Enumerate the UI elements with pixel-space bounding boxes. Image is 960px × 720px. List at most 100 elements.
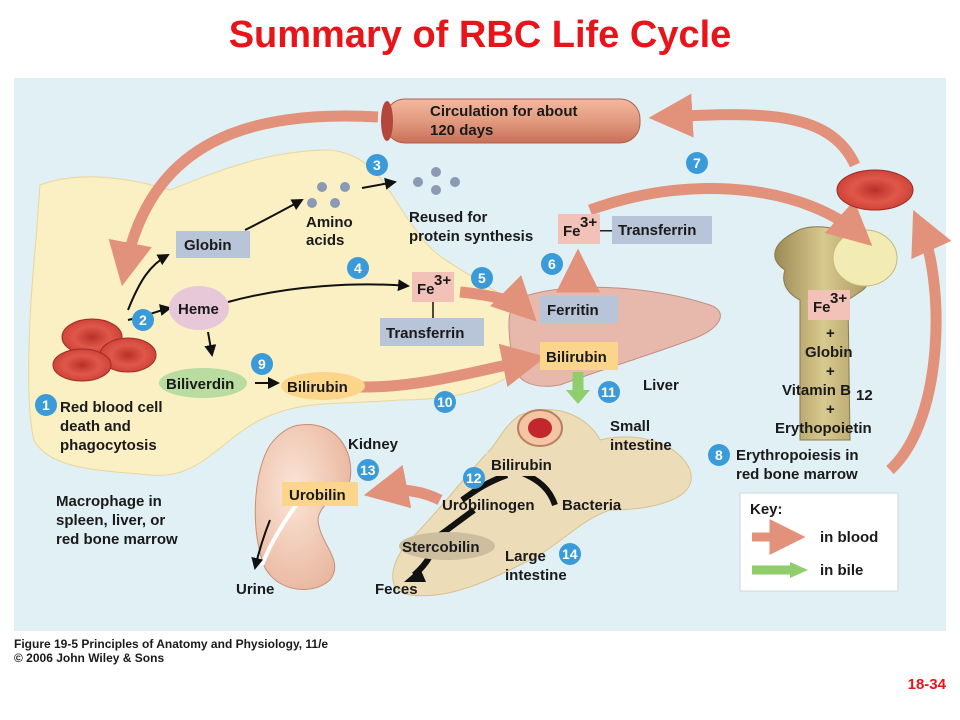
slide-title: Summary of RBC Life Cycle: [228, 14, 732, 56]
key-bile-head: [790, 562, 808, 578]
plus-1: +: [826, 325, 835, 342]
kidney-label: Kidney: [348, 436, 399, 453]
kidney-shape: [254, 423, 352, 590]
bilirubin-left-label: Bilirubin: [287, 379, 348, 396]
svg-text:5: 5: [478, 270, 486, 286]
stercobilin-label: Stercobilin: [402, 539, 480, 556]
step-circle-9: 9: [251, 353, 273, 375]
arrow-circulation-to-macrophage: [108, 110, 379, 287]
bone-head: [832, 229, 898, 287]
arrow-amino-to-reused: [361, 177, 397, 190]
transferrin-mid-box: [380, 318, 484, 346]
key-blood-label: in blood: [820, 529, 878, 546]
heme-label: Heme: [178, 301, 219, 318]
arrow-heme-to-biliverdin: [204, 331, 217, 357]
bilirubin-int-label: Bilirubin: [491, 457, 552, 474]
transferrin-top-box: [612, 216, 712, 244]
ferritin-label: Ferritin: [547, 302, 599, 319]
step-circle-3: 3: [366, 154, 388, 176]
fe-bone-label: Fe: [813, 299, 831, 316]
dash-connector: —: [600, 222, 615, 239]
arrow-bile-head: [566, 390, 590, 404]
arrow-to-urine: [251, 519, 271, 570]
macrophage-label-1: Macrophage in: [56, 493, 162, 510]
globin-label: Globin: [184, 237, 232, 254]
step-circle-14: 14: [559, 543, 581, 565]
fe-top-box: [558, 214, 600, 244]
arrow-feces-head: [404, 568, 426, 582]
erythopoietin-label: Erythopoietin: [775, 420, 872, 437]
svg-text:13: 13: [360, 462, 376, 478]
vitamin-b-subscript: 12: [856, 387, 873, 404]
transferrin-top-label: Transferrin: [618, 222, 696, 239]
amino-acid-dots: [307, 167, 460, 208]
vessel-opening: [381, 101, 393, 141]
heme-shape: [169, 286, 229, 330]
bilirubin-int-box: [486, 452, 564, 476]
biliverdin-shape: [159, 368, 247, 398]
plus-2: +: [826, 363, 835, 380]
bacteria-label: Bacteria: [562, 497, 622, 514]
small-intestine-label-2: intestine: [610, 437, 672, 454]
svg-text:14: 14: [562, 546, 578, 562]
key-panel: [739, 492, 899, 592]
svg-text:11: 11: [601, 384, 616, 400]
urobilinogen-label: Urobilinogen: [442, 497, 535, 514]
arrow-fe-to-liver: [459, 275, 537, 322]
small-intestine-label-1: Small: [610, 418, 650, 435]
rbc-death-label-3: phagocytosis: [60, 437, 157, 454]
step-circle-13: 13: [357, 459, 379, 481]
intestine-lumen: [528, 418, 552, 438]
macrophage-label-3: red bone marrow: [56, 531, 178, 548]
macrophage-cell: [28, 149, 532, 476]
urine-label: Urine: [236, 581, 274, 598]
figure-caption: Figure 19-5 Principles of Anatomy and Ph…: [14, 637, 328, 665]
fe-bone-superscript: 3+: [830, 290, 847, 307]
urobilin-label: Urobilin: [289, 487, 346, 504]
svg-text:9: 9: [258, 356, 266, 372]
slide-number: 18-34: [907, 676, 946, 693]
amino-label-1: Amino: [306, 214, 353, 231]
vitamin-b-label: Vitamin B: [782, 382, 851, 399]
bilirubin-liver-box: [540, 342, 618, 370]
caption-line-1: Figure 19-5 Principles of Anatomy and Ph…: [14, 637, 329, 651]
rbc-death-label-2: death and: [60, 418, 131, 435]
step-circle-12: 12: [463, 467, 485, 489]
step-circle-1: 1: [35, 394, 57, 416]
stercobilin-shape: [399, 532, 495, 560]
reused-label-2: protein synthesis: [409, 228, 533, 245]
step-circle-5: 5: [471, 267, 493, 289]
step-circle-7: 7: [686, 152, 708, 174]
reused-label-1: Reused for: [409, 209, 488, 226]
svg-text:8: 8: [715, 447, 723, 463]
feces-label: Feces: [375, 581, 418, 598]
large-intestine-label-1: Large: [505, 548, 546, 565]
key-title: Key:: [750, 501, 783, 518]
urobilin-box: [282, 482, 358, 506]
svg-text:2: 2: [139, 312, 147, 328]
step-circle-2: 2: [132, 309, 154, 331]
macrophage-label-2: spleen, liver, or: [56, 512, 165, 529]
fe-top-superscript: 3+: [580, 214, 597, 231]
biliverdin-label: Biliverdin: [166, 376, 234, 393]
rbc-death-label-1: Red blood cell: [60, 399, 163, 416]
svg-text:10: 10: [437, 394, 453, 410]
bilirubin-left-shape: [281, 372, 365, 400]
svg-text:6: 6: [548, 256, 556, 272]
large-intestine-label-2: intestine: [505, 567, 567, 584]
arrow-marrow-to-rbc: [886, 209, 952, 475]
fe-mid-label: Fe: [417, 281, 435, 298]
fe-mid-superscript: 3+: [434, 272, 451, 289]
ferritin-box: [540, 296, 618, 323]
svg-text:12: 12: [466, 470, 482, 486]
circulation-label-line1: Circulation for about: [430, 103, 578, 120]
rbc-cell-new: [836, 169, 914, 211]
caption-line-2: © 2006 John Wiley & Sons: [14, 651, 165, 665]
svg-text:4: 4: [354, 260, 362, 276]
step-circle-8: 8: [708, 444, 730, 466]
fe-bone-box: [808, 290, 850, 320]
globin-bone-label: Globin: [805, 344, 853, 361]
bilirubin-liver-label: Bilirubin: [546, 349, 607, 366]
transferrin-mid-label: Transferrin: [386, 325, 464, 342]
